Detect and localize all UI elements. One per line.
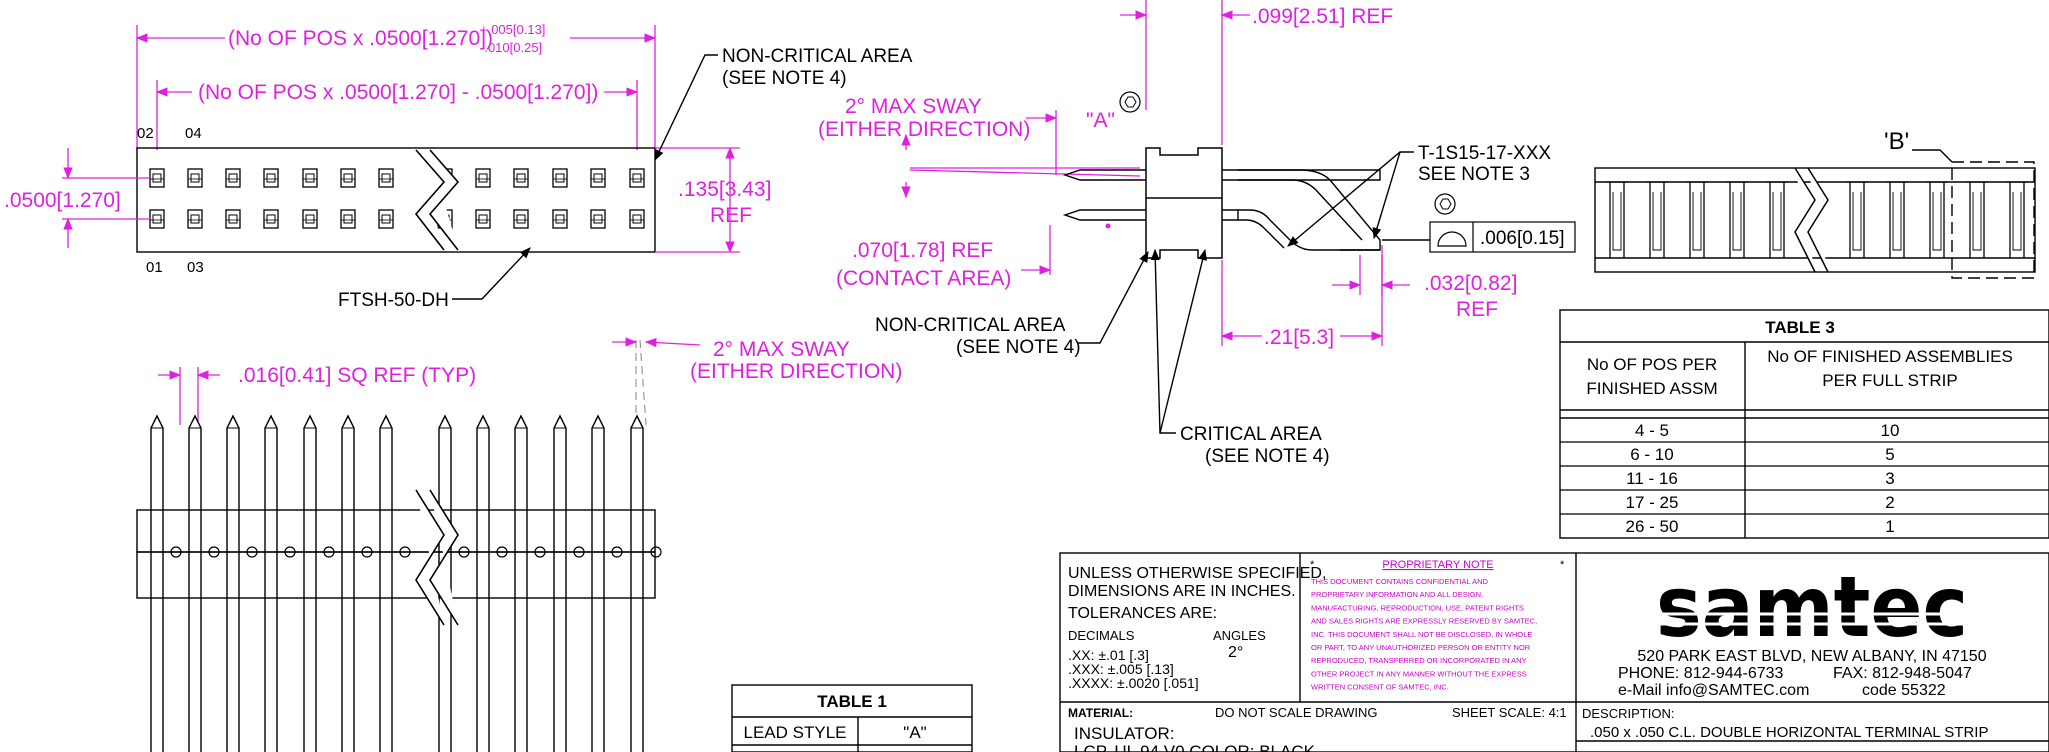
- insulator-material: LCP, UL 94 V0 COLOR: BLACK: [1074, 742, 1316, 752]
- proprietary-line: OTHER PROJECT IN ANY MANNER WITHOUT THE …: [1311, 669, 1527, 678]
- table-1: TABLE 1 LEAD STYLE "A": [731, 684, 973, 752]
- dim-height: .135[3.43]: [678, 178, 771, 201]
- table3-row-pos: 6 - 10: [1630, 445, 1673, 464]
- proprietary-line: REPRODUCED, TRANSFERRED OR INCORPORATED …: [1311, 656, 1527, 665]
- table3-col1-line2: FINISHED ASSM: [1586, 379, 1717, 398]
- part-number-label: FTSH-50-DH: [338, 290, 449, 311]
- tool-label: T-1S15-17-XXX: [1418, 143, 1551, 164]
- dim-overall-tol-plus: +.005[0.13]: [480, 22, 545, 37]
- dim-sq: .016[0.41] SQ REF (TYP): [238, 364, 476, 387]
- pin-label-04: 04: [185, 125, 202, 142]
- label-noncritical-1-note: (SEE NOTE 4): [722, 68, 847, 89]
- dim-pitch: .0500[1.270]: [4, 189, 121, 212]
- table3-row-pos: 4 - 5: [1635, 421, 1669, 440]
- pin-label-03: 03: [187, 259, 204, 276]
- label-a: "A": [1086, 109, 1115, 132]
- svg-text:*: *: [1560, 559, 1565, 571]
- dim-070: .070[1.78] REF: [852, 239, 993, 262]
- proprietary-line: THIS DOCUMENT CONTAINS CONFIDENTIAL AND: [1311, 577, 1489, 586]
- spec-line-2: DIMENSIONS ARE IN INCHES.: [1068, 583, 1296, 600]
- dim-099: .099[2.51] REF: [1252, 5, 1393, 28]
- table3-row-qty: 1: [1885, 517, 1894, 536]
- proprietary-text: THIS DOCUMENT CONTAINS CONFIDENTIAL AND P…: [1311, 577, 1537, 692]
- dim-032: .032[0.82]: [1424, 272, 1517, 295]
- label-noncritical-2-note: (SEE NOTE 4): [956, 337, 1081, 358]
- tol-xxxx: .XXXX: ±.0020 [.051]: [1068, 675, 1199, 691]
- samtec-logo: samtec: [1656, 558, 1968, 656]
- label-noncritical-1: NON-CRITICAL AREA: [722, 46, 913, 67]
- dim-overall-length: (No OF POS x .0500[1.270]): [228, 27, 493, 50]
- front-sway-direction: (EITHER DIRECTION): [690, 360, 902, 383]
- table3-col2-line1: No OF FINISHED ASSEMBLIES: [1767, 347, 2013, 366]
- table1-col-a: "A": [903, 723, 926, 742]
- tol-angle: 2°: [1228, 644, 1243, 661]
- proprietary-line: INC. THIS DOCUMENT SHALL NOT BE DISCLOSE…: [1311, 630, 1532, 639]
- address: 520 PARK EAST BLVD, NEW ALBANY, IN 47150: [1637, 648, 1986, 665]
- front-sway-label: 2° MAX SWAY: [713, 338, 850, 361]
- decimals-label: DECIMALS: [1068, 628, 1135, 643]
- dim-032-ref: REF: [1456, 298, 1498, 321]
- dim-overall-tol-minus: -.010[0.25]: [480, 40, 542, 55]
- angles-label: ANGLES: [1213, 628, 1266, 643]
- proprietary-line: PROPRIETARY INFORMATION AND ALL DESIGN,: [1311, 590, 1483, 599]
- description-label: DESCRIPTION:: [1582, 706, 1674, 721]
- company-code: code 55322: [1862, 682, 1946, 699]
- detail-b-view: 'B': [1594, 128, 2036, 279]
- insulator-label: INSULATOR:: [1074, 724, 1174, 743]
- table3-row-qty: 10: [1881, 421, 1900, 440]
- detail-b-label: 'B': [1884, 128, 1909, 155]
- proprietary-line: WRITTEN CONSENT OF SAMTEC, INC.: [1311, 683, 1449, 692]
- table-3: 4 - 5 10 6 - 10 5 11 - 16 3 17 - 25 2 26 - 50 1 T…: [1559, 309, 2049, 539]
- table1-col-lead-style: LEAD STYLE: [744, 723, 847, 742]
- front-view: .016[0.41] SQ REF (TYP) 2° MAX SWAY (EIT…: [136, 337, 902, 752]
- table3-title: TABLE 3: [1765, 318, 1835, 337]
- email: e-Mail info@SAMTEC.com: [1618, 682, 1809, 699]
- tol-xx: .XX: ±.01 [.3]: [1068, 647, 1149, 663]
- table3-row-qty: 2: [1885, 493, 1894, 512]
- side-sway-label: 2° MAX SWAY: [845, 95, 982, 118]
- do-not-scale: DO NOT SCALE DRAWING: [1215, 705, 1378, 720]
- side-view: .099[2.51] REF 2° MAX SWAY (EITHER DIREC…: [818, 0, 1576, 467]
- tool-note: SEE NOTE 3: [1418, 164, 1530, 185]
- tol-xxx: .XXX: ±.005 [.13]: [1068, 661, 1174, 677]
- tolerances-label: TOLERANCES ARE:: [1068, 605, 1217, 622]
- table1-title: TABLE 1: [817, 692, 887, 711]
- table3-col2-line2: PER FULL STRIP: [1822, 371, 1957, 390]
- side-sway-direction: (EITHER DIRECTION): [818, 118, 1030, 141]
- sheet-scale: SHEET SCALE: 4:1: [1452, 705, 1567, 720]
- svg-text:*: *: [1310, 559, 1315, 571]
- label-critical-note: (SEE NOTE 4): [1205, 446, 1330, 467]
- table3-row-pos: 26 - 50: [1626, 517, 1679, 536]
- table3-col1-line1: No OF POS PER: [1587, 355, 1717, 374]
- top-view-pads: [149, 168, 645, 229]
- table3-row-pos: 11 - 16: [1626, 469, 1678, 488]
- pin-label-01: 01: [146, 259, 163, 276]
- table3-row-qty: 5: [1885, 445, 1894, 464]
- description-text: .050 x .050 C.L. DOUBLE HORIZONTAL TERMI…: [1590, 724, 1988, 741]
- proprietary-line: AND SALES RIGHTS ARE EXPRESSLY RESERVED …: [1311, 617, 1537, 626]
- dim-height-ref: REF: [710, 204, 752, 227]
- side-view-housing: [1145, 147, 1223, 259]
- phone: PHONE: 812-944-6733: [1618, 665, 1784, 682]
- top-view-body: [136, 147, 656, 253]
- spec-line-1: UNLESS OTHERWISE SPECIFIED,: [1068, 565, 1326, 582]
- dim-inner-length: (No OF POS x .0500[1.270] - .0500[1.270]…: [198, 81, 598, 104]
- contact-area-label: (CONTACT AREA): [836, 267, 1011, 290]
- proprietary-line: OR PART, TO ANY UNAUTHORIZED PERSON OR E…: [1311, 643, 1531, 652]
- label-critical: CRITICAL AREA: [1180, 424, 1322, 445]
- label-noncritical-2: NON-CRITICAL AREA: [875, 315, 1066, 336]
- flatness-value: .006[0.15]: [1480, 228, 1565, 249]
- break-line: [414, 149, 460, 251]
- proprietary-line: MANUFACTURING, REPRODUCTION, USE, PATENT…: [1311, 603, 1524, 612]
- fax: FAX: 812-948-5047: [1833, 665, 1972, 682]
- dim-21: .21[5.3]: [1264, 326, 1334, 349]
- table3-row-qty: 3: [1885, 469, 1894, 488]
- title-block: UNLESS OTHERWISE SPECIFIED, DIMENSIONS A…: [1059, 552, 2049, 752]
- pin-label-02: 02: [137, 125, 154, 142]
- table3-row-pos: 17 - 25: [1626, 493, 1679, 512]
- top-view: (No OF POS x .0500[1.270]) +.005[0.13] -…: [4, 22, 913, 311]
- material-label: MATERIAL:: [1068, 706, 1133, 720]
- proprietary-title: PROPRIETARY NOTE: [1382, 559, 1493, 571]
